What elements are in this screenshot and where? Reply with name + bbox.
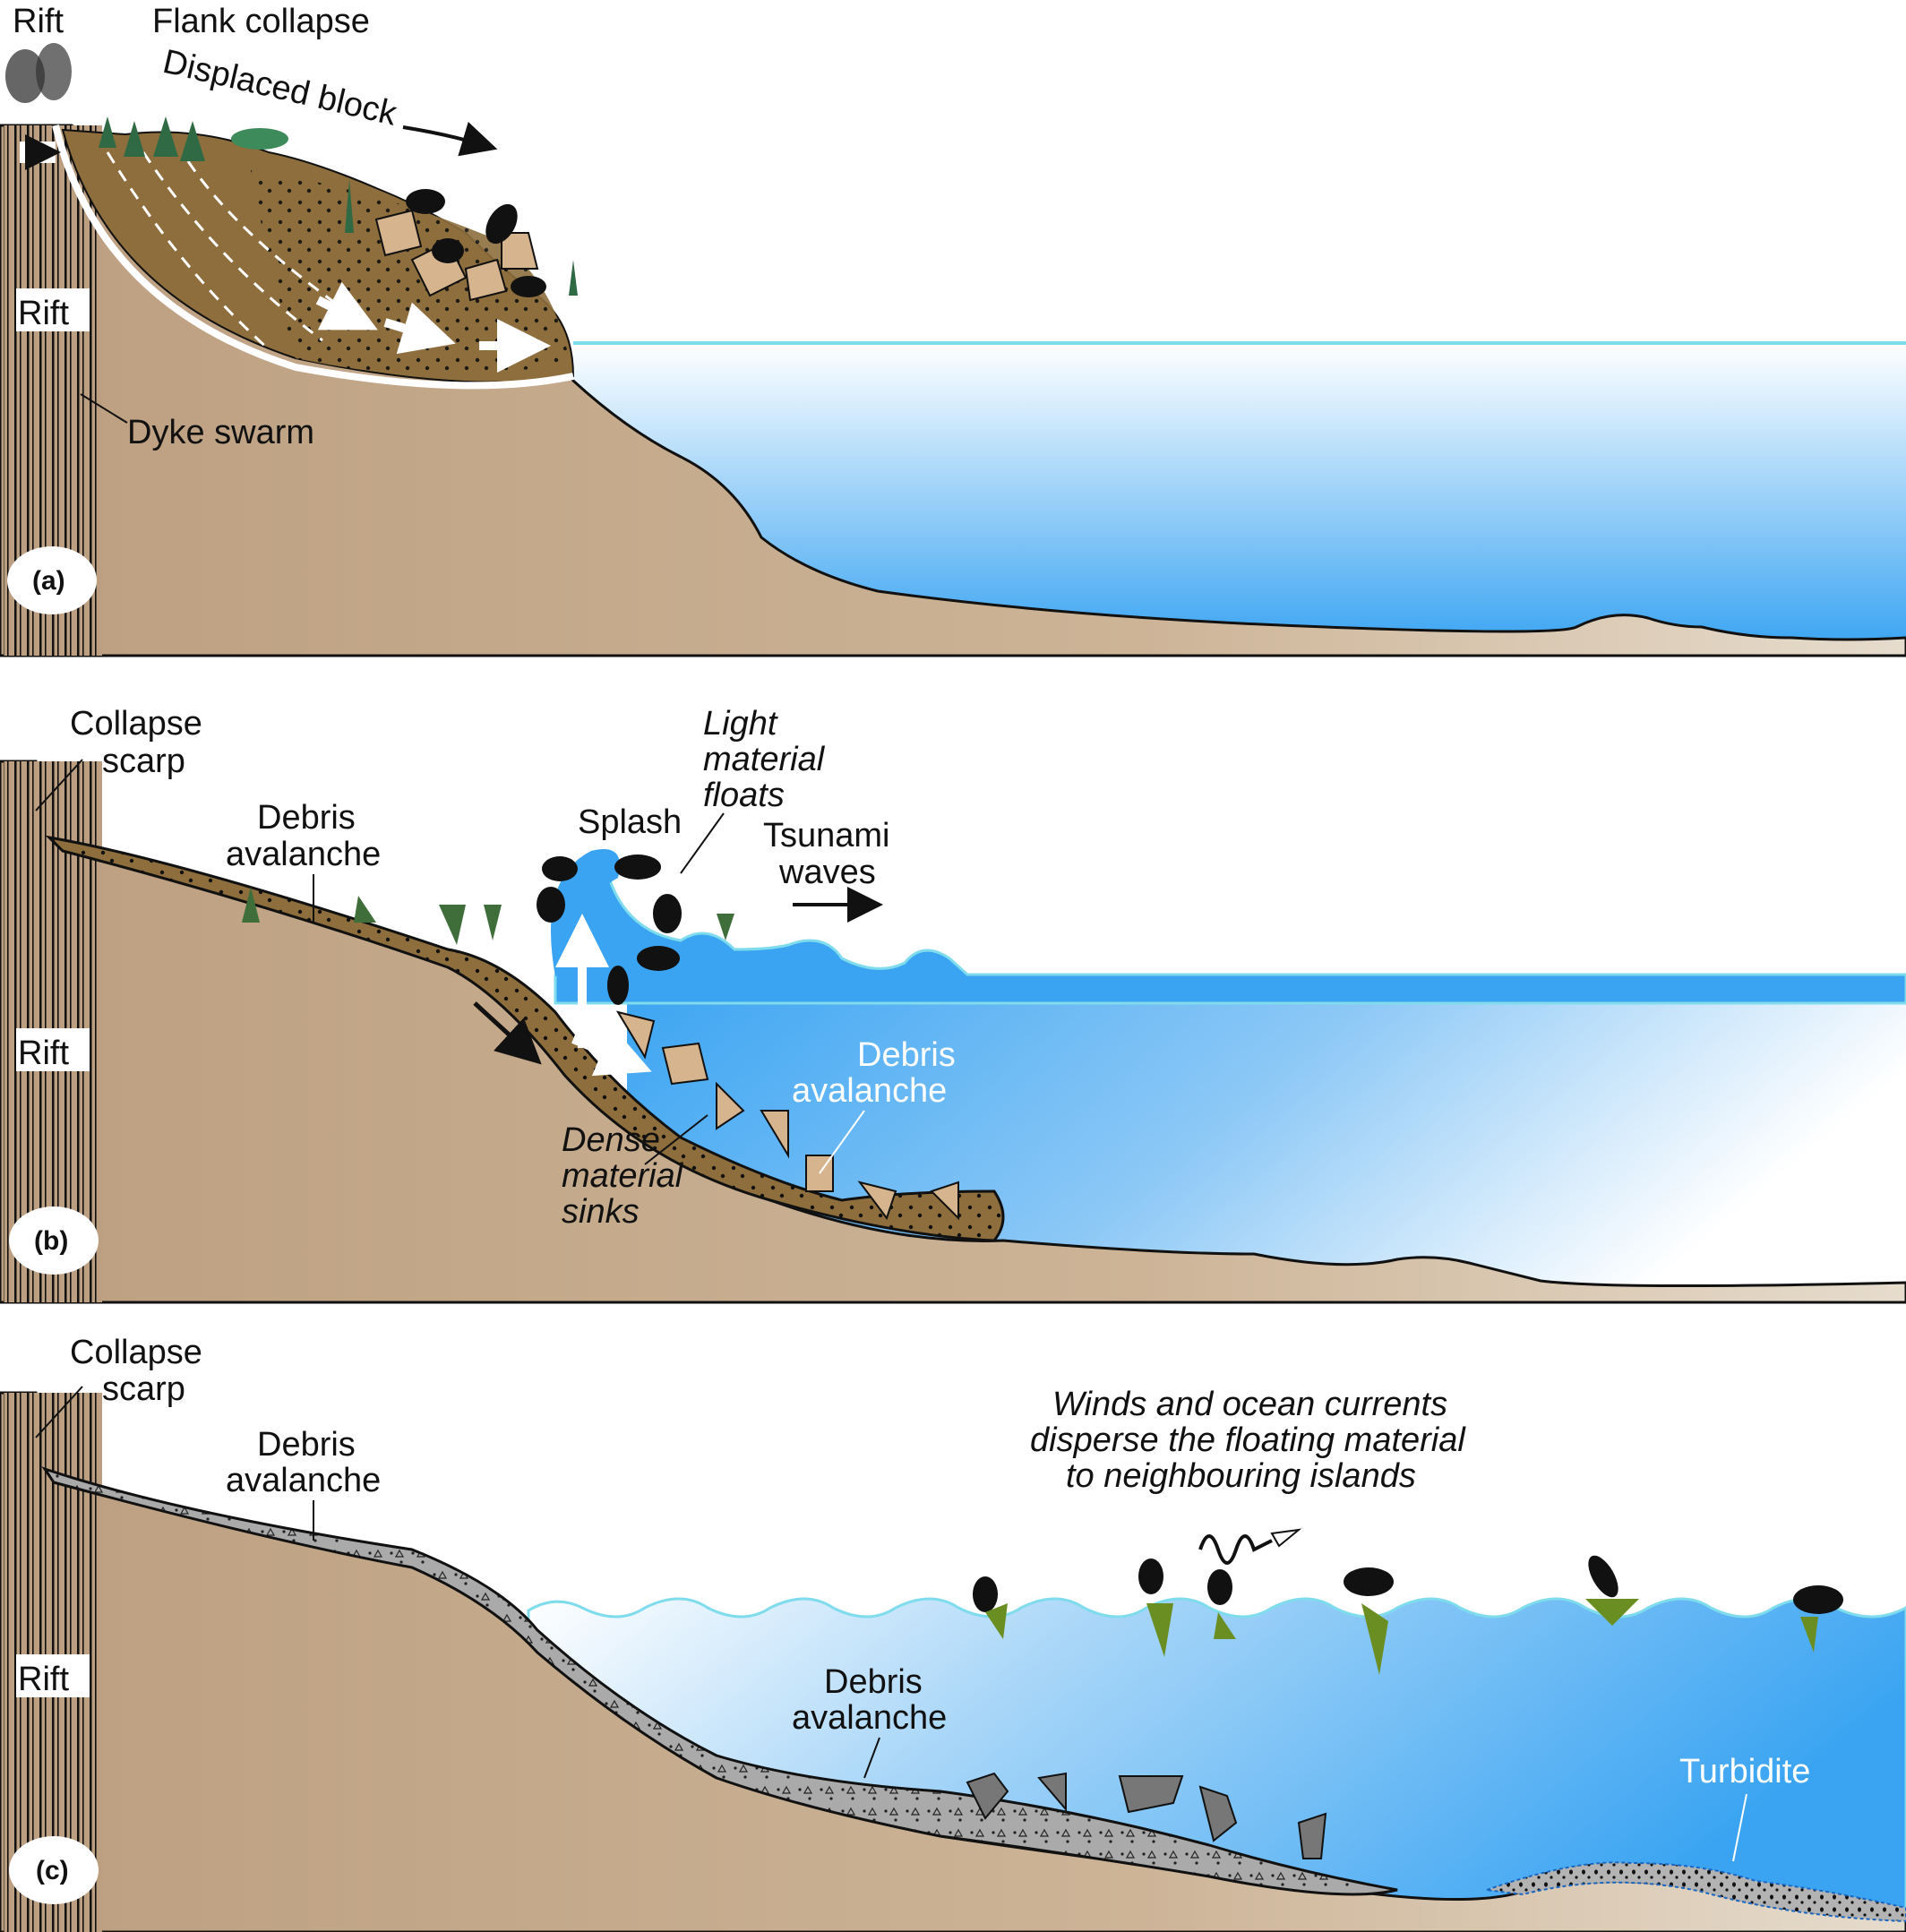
leader-line	[819, 1110, 865, 1174]
label-collapse-scarp-1: Collapse	[70, 705, 202, 743]
beetle-icon	[537, 854, 682, 1005]
label-turbidite: Turbidite	[1679, 1753, 1810, 1790]
panel-a: Rift Flank collapse Displaced block Rift…	[0, 3, 1906, 657]
rift-label-bg	[16, 288, 90, 331]
displacement-arrow-icon	[402, 121, 498, 157]
panel-tag-c: (c)	[36, 1856, 69, 1885]
panel-b: Collapse scarp Debris avalanche Splash L…	[0, 705, 1906, 1304]
label-dense-material-2: material	[562, 1157, 684, 1195]
label-collapse-scarp-1: Collapse	[70, 1334, 202, 1371]
label-dense-material-1: Dense	[562, 1121, 660, 1159]
leader-line	[35, 759, 83, 811]
label-rift-side: Rift	[18, 1035, 69, 1072]
label-light-material-2: material	[703, 741, 826, 778]
sink-arrow-icon	[571, 1026, 652, 1077]
movement-arrow-icon	[383, 302, 456, 355]
beetle-icon	[406, 189, 546, 297]
tsunami-waves	[554, 875, 1906, 1005]
downslope-arrow-icon	[473, 1001, 542, 1065]
label-debris-avalanche-sea-1: Debris	[824, 1663, 923, 1701]
label-rift-top: Rift	[13, 3, 64, 40]
dispersal-arrowhead-icon	[1270, 1528, 1302, 1548]
flow-line	[106, 151, 270, 351]
label-dispersal-2: disperse the floating material	[1030, 1421, 1466, 1459]
leader-line	[680, 812, 725, 874]
label-rift-side: Rift	[18, 1661, 69, 1698]
leader-line	[1732, 1793, 1747, 1862]
dispersal-arrow-icon	[1198, 1534, 1273, 1565]
vegetation-icon	[242, 887, 734, 945]
leader-line	[644, 1114, 708, 1165]
label-dispersal-1: Winds and ocean currents	[1052, 1386, 1447, 1423]
panel-tag-a: (a)	[32, 566, 65, 596]
movement-arrow-icon	[315, 281, 378, 331]
floating-beetle-icon	[973, 1555, 1843, 1614]
label-debris-avalanche-land-1: Debris	[257, 1426, 356, 1464]
label-dense-material-3: sinks	[562, 1193, 640, 1231]
label-tsunami-2: waves	[778, 854, 876, 891]
label-debris-avalanche-sea-2: avalanche	[792, 1072, 947, 1110]
label-light-material-1: Light	[703, 705, 778, 743]
slip-surface	[52, 125, 574, 390]
label-splash: Splash	[578, 803, 682, 841]
label-displaced-block: Displaced block	[159, 43, 401, 133]
leader-line	[35, 1386, 83, 1438]
label-tsunami-1: Tsunami	[763, 817, 890, 854]
label-light-material-3: floats	[703, 777, 785, 814]
sunken-blocks	[966, 1772, 1327, 1859]
label-dyke-swarm: Dyke swarm	[127, 414, 314, 451]
label-dispersal-3: to neighbouring islands	[1066, 1457, 1416, 1495]
label-flank-collapse: Flank collapse	[152, 3, 370, 40]
label-collapse-scarp-2: scarp	[102, 743, 185, 780]
rift-label-bg	[16, 1654, 90, 1697]
leader-line	[80, 393, 128, 424]
label-debris-avalanche-sea-2: avalanche	[792, 1699, 947, 1737]
label-collapse-scarp-2: scarp	[102, 1370, 185, 1408]
eruption-plume-icon	[5, 43, 72, 103]
debris-avalanche-deposit	[41, 1466, 1398, 1896]
label-debris-avalanche-land-2: avalanche	[226, 836, 381, 873]
label-rift-side: Rift	[18, 295, 69, 332]
turbidite-deposit	[1486, 1861, 1906, 1923]
panel-tag-badge	[9, 1836, 99, 1904]
panel-tag-badge	[7, 546, 97, 614]
panel-tag-badge	[9, 1206, 99, 1275]
leader-line	[863, 1737, 880, 1779]
panel-c: Collapse scarp Debris avalanche Winds an…	[0, 1334, 1906, 1932]
vegetation-icon	[99, 116, 578, 296]
floating-vegetation-icon	[985, 1599, 1818, 1675]
label-debris-avalanche-land-2: avalanche	[226, 1462, 381, 1499]
label-debris-avalanche-land-1: Debris	[257, 799, 356, 837]
debris-avalanche-deposit	[45, 835, 1005, 1242]
rift-label-bg	[16, 1028, 90, 1071]
flow-line	[142, 151, 323, 342]
label-debris-avalanche-sea-1: Debris	[857, 1036, 956, 1074]
panel-tag-b: (b)	[34, 1226, 68, 1256]
